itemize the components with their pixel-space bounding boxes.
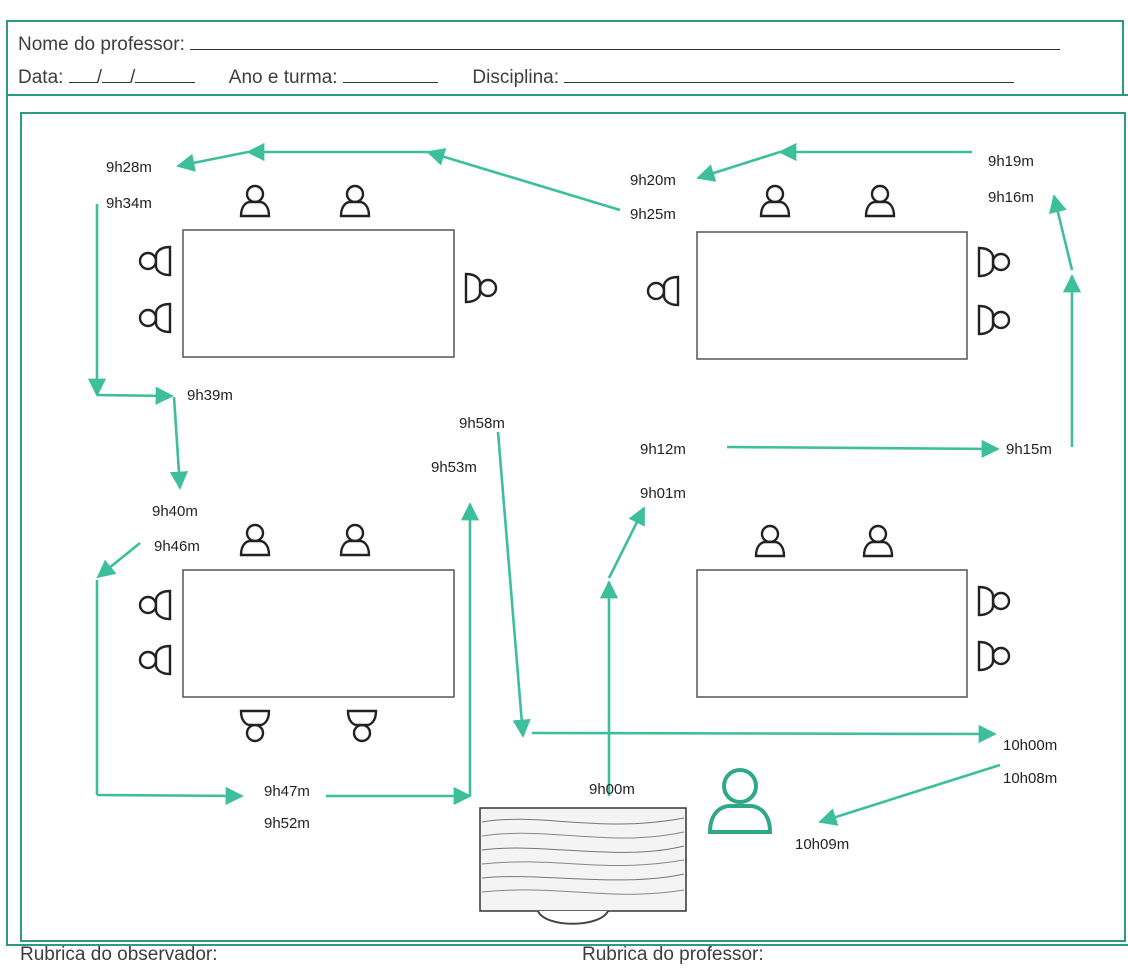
- timestamp-label: 10h00m: [1003, 737, 1057, 754]
- student-icon: [239, 184, 271, 218]
- form-header: Nome do professor: Data: / / Ano e turma:…: [6, 20, 1124, 94]
- student-icon: [977, 304, 1011, 336]
- student-icon: [239, 709, 271, 743]
- movement-path: [87, 142, 1082, 826]
- class-field[interactable]: [342, 65, 438, 83]
- teacher-icon: [707, 768, 773, 834]
- teacher-name-label: Nome do professor:: [18, 34, 185, 55]
- timestamp-label: 9h25m: [630, 206, 676, 223]
- class-label: Ano e turma:: [228, 67, 338, 88]
- timestamp-label: 9h53m: [431, 459, 477, 476]
- table-top-left: [182, 229, 455, 358]
- timestamp-label: 9h34m: [106, 195, 152, 212]
- timestamp-label: 9h52m: [264, 815, 310, 832]
- student-icon: [346, 709, 378, 743]
- student-icon: [862, 524, 894, 558]
- date-day-field[interactable]: [68, 65, 97, 83]
- observer-signature-label: Rubrica do observador:: [20, 944, 218, 965]
- student-icon: [138, 245, 172, 277]
- subject-label: Disciplina:: [472, 67, 559, 88]
- timestamp-label: 9h00m: [589, 781, 635, 798]
- subject-field[interactable]: [564, 65, 1015, 83]
- student-icon: [138, 589, 172, 621]
- timestamp-label: 9h15m: [1006, 441, 1052, 458]
- student-icon: [977, 640, 1011, 672]
- student-icon: [646, 275, 680, 307]
- student-icon: [138, 302, 172, 334]
- timestamp-label: 9h40m: [152, 503, 198, 520]
- timestamp-label: 10h09m: [795, 836, 849, 853]
- timestamp-label: 10h08m: [1003, 770, 1057, 787]
- table-bottom-right: [696, 569, 968, 698]
- timestamp-label: 9h19m: [988, 153, 1034, 170]
- date-year-field[interactable]: [135, 65, 196, 83]
- student-icon: [464, 272, 498, 304]
- timestamp-label: 9h20m: [630, 172, 676, 189]
- timestamp-label: 9h39m: [187, 387, 233, 404]
- timestamp-label: 9h28m: [106, 159, 152, 176]
- table-bottom-left: [182, 569, 455, 698]
- date-class-row: Data: / / Ano e turma: Disciplina:: [18, 65, 1015, 89]
- timestamp-label: 9h47m: [264, 783, 310, 800]
- table-top-right: [696, 231, 968, 360]
- timestamp-label: 9h46m: [154, 538, 200, 555]
- timestamp-label: 9h01m: [640, 485, 686, 502]
- student-icon: [977, 585, 1011, 617]
- student-icon: [754, 524, 786, 558]
- student-icon: [977, 246, 1011, 278]
- timestamp-label: 9h16m: [988, 189, 1034, 206]
- student-icon: [138, 644, 172, 676]
- teacher-desk: [479, 807, 687, 925]
- date-month-field[interactable]: [101, 65, 130, 83]
- student-icon: [339, 523, 371, 557]
- teacher-name-row: Nome do professor:: [18, 32, 1061, 56]
- date-separator: /: [129, 67, 136, 88]
- student-icon: [339, 184, 371, 218]
- student-icon: [759, 184, 791, 218]
- date-separator: /: [96, 67, 102, 88]
- date-label: Data:: [18, 67, 64, 88]
- teacher-signature-label: Rubrica do professor:: [582, 944, 764, 965]
- teacher-name-field[interactable]: [190, 32, 1061, 50]
- student-icon: [239, 523, 271, 557]
- student-icon: [864, 184, 896, 218]
- classroom-frame: [20, 112, 1126, 942]
- form-frame: [6, 94, 1128, 946]
- timestamp-label: 9h12m: [640, 441, 686, 458]
- timestamp-label: 9h58m: [459, 415, 505, 432]
